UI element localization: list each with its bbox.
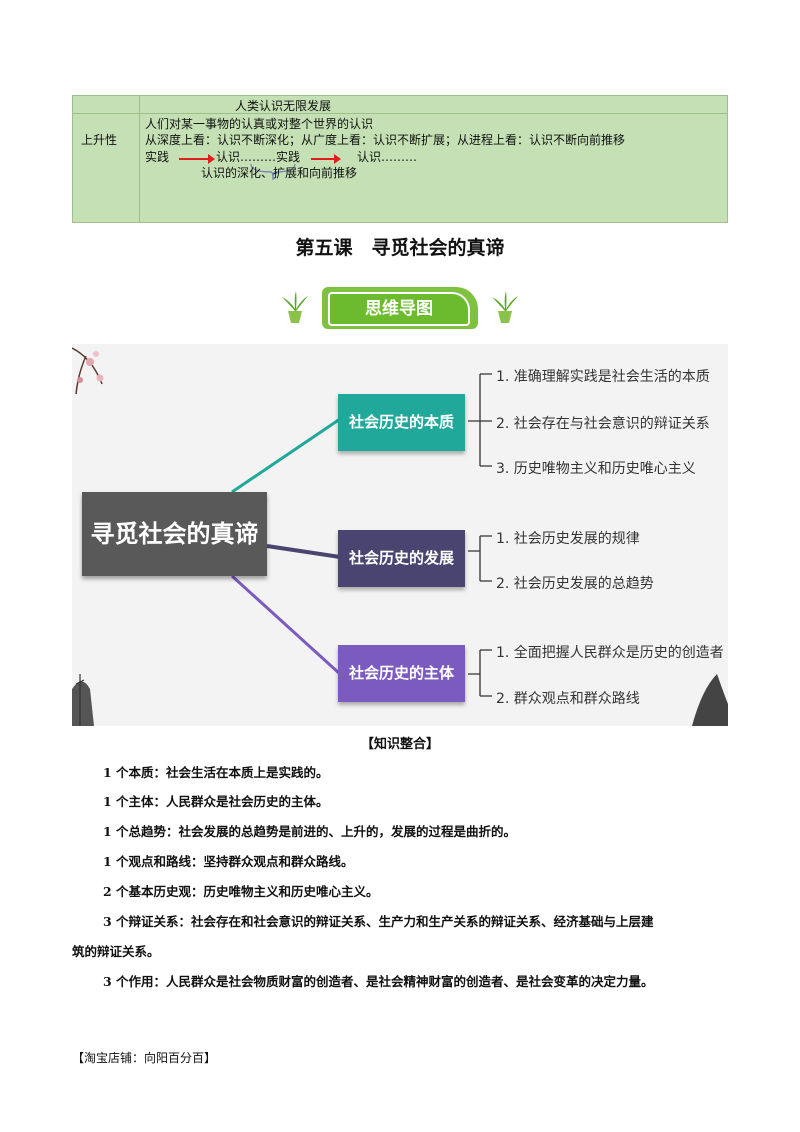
red-arrow-icon <box>179 154 215 164</box>
table-line-2: 从深度上看：认识不断深化；从广度上看：认识不断扩展；从进程上看：认识不断向前推移 <box>145 133 626 147</box>
leaf-item: 3. 历史唯物主义和历史唯心主义 <box>496 461 696 477</box>
mind-map: 寻觅社会的真谛 社会历史的本质 社会历史的发展 社会历史的主体 1. 准确理解实… <box>72 344 728 726</box>
leaf-item: 1. 准确理解实践是社会生活的本质 <box>496 369 710 385</box>
table-column-divider <box>139 96 140 222</box>
knowledge-point: 2 个基本历史观：历史唯物主义和历史唯心主义。 <box>103 884 379 899</box>
leaf-item: 2. 群众观点和群众路线 <box>496 691 640 707</box>
leaf-item: 1. 全面把握人民群众是历史的创造者 <box>496 645 724 661</box>
knowledge-point: 3 个辩证关系：社会存在和社会意识的辩证关系、生产力和生产关系的辩证关系、经济基… <box>103 914 654 929</box>
plum-blossom-icon <box>72 347 104 395</box>
leaf-item: 2. 社会存在与社会意识的辩证关系 <box>496 416 710 432</box>
knowledge-point: 1 个总趋势：社会发展的总趋势是前进的、上升的，发展的过程是曲折的。 <box>103 824 517 839</box>
table-row-label: 上升性 <box>81 133 118 147</box>
mind-map-connectors <box>72 347 728 726</box>
table-line-1: 人们对某一事物的认真或对整个世界的认识 <box>145 117 374 131</box>
red-arrow-icon <box>311 154 341 164</box>
table-header-text: 人类认识无限发展 <box>235 99 332 113</box>
branch-subject: 社会历史的主体 <box>338 645 465 702</box>
flow-practice-1: 实践 <box>145 150 170 164</box>
mind-map-root: 寻觅社会的真谛 <box>82 492 267 576</box>
banner-label: 思维导图 <box>328 292 470 326</box>
landscape-icon <box>72 674 728 726</box>
knowledge-table: 人类认识无限发展 上升性 人们对某一事物的认真或对整个世界的认识 从深度上看：认… <box>72 95 728 223</box>
leaf-item: 1. 社会历史发展的规律 <box>496 531 640 547</box>
flow-knowledge-1: 认识………实践 <box>216 150 301 164</box>
knowledge-point: 1 个主体：人民群众是社会历史的主体。 <box>103 794 329 809</box>
mindmap-banner: 思维导图 <box>322 287 478 329</box>
leaf-item: 2. 社会历史发展的总趋势 <box>496 576 654 592</box>
section-title: 【知识整合】 <box>360 737 439 752</box>
flow-note: 认识的深化、扩展和向前推移 <box>201 166 358 180</box>
table-header-row <box>73 96 727 114</box>
branch-essence: 社会历史的本质 <box>338 394 465 451</box>
knowledge-point-continued: 筑的辩证关系。 <box>72 944 160 959</box>
plant-icon <box>282 291 308 323</box>
knowledge-point: 1 个观点和路线：坚持群众观点和群众路线。 <box>103 854 354 869</box>
knowledge-point: 3 个作用：人民群众是社会物质财富的创造者、是社会精神财富的创造者、是社会变革的… <box>103 974 654 989</box>
brace-icon <box>250 163 296 181</box>
footer-shop: 【淘宝店铺：向阳百分百】 <box>72 1051 217 1065</box>
plant-icon <box>492 291 518 323</box>
branch-development: 社会历史的发展 <box>338 530 465 587</box>
lesson-title: 第五课 寻觅社会的真谛 <box>295 237 505 259</box>
flow-knowledge-2: 认识……… <box>357 150 418 164</box>
knowledge-point: 1 个本质：社会生活在本质上是实践的。 <box>103 765 329 780</box>
